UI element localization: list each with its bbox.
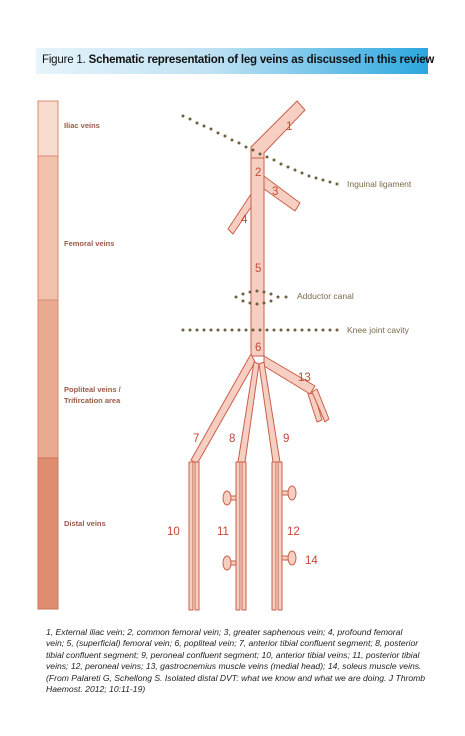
vein-number-11: 11 bbox=[217, 526, 229, 538]
vein-tree bbox=[188, 100, 330, 611]
region-distal-block bbox=[37, 457, 59, 610]
figure-header: Figure 1. Schematic representation of le… bbox=[36, 48, 434, 74]
caption-line-4: veins; 12, peroneal veins; 13, gastrocne… bbox=[46, 661, 422, 672]
figure-label: Figure 1. bbox=[42, 54, 86, 66]
knee-joint-dots bbox=[181, 328, 339, 332]
caption-line-3: tibial confluent segment; 9, peroneal co… bbox=[46, 649, 420, 660]
vein-number-5: 5 bbox=[255, 263, 261, 275]
vein-number-14: 14 bbox=[305, 555, 318, 567]
posterior-tibial-vein-b bbox=[241, 461, 247, 611]
vein-number-10: 10 bbox=[167, 526, 180, 538]
soleus-pouch-2 bbox=[222, 555, 232, 571]
peroneal-vein-a bbox=[271, 461, 277, 611]
figure-caption: 1, External iliac vein; 2, common femora… bbox=[46, 627, 426, 695]
vein-number-3: 3 bbox=[272, 186, 278, 198]
vein-number-12: 12 bbox=[287, 526, 300, 538]
caption-line-5: (From Palareti G, Schellong S. Isolated … bbox=[46, 672, 426, 683]
greater-saphenous-vein bbox=[263, 175, 301, 212]
caption-line-1: 1, External iliac vein; 2, common femora… bbox=[46, 627, 403, 637]
gastrocnemius-fork-b bbox=[311, 388, 330, 423]
label-inguinal-ligament: Inguinal ligament bbox=[347, 179, 412, 189]
region-popliteal-block bbox=[37, 299, 59, 459]
vein-number-6: 6 bbox=[255, 342, 261, 354]
figure-title: Figure 1. Schematic representation of le… bbox=[42, 54, 434, 66]
region-label-iliac: Iliac veins bbox=[64, 121, 100, 130]
region-bar bbox=[37, 100, 59, 610]
external-iliac-vein bbox=[250, 100, 306, 161]
figure-title-text: Schematic representation of leg veins as… bbox=[88, 54, 435, 66]
label-adductor-canal: Adductor canal bbox=[297, 291, 354, 301]
soleus-pouch-1 bbox=[222, 490, 232, 506]
gastrocnemius-branch bbox=[263, 355, 316, 395]
vein-number-8: 8 bbox=[229, 433, 235, 445]
caption-line-2: vein; 5, (superficial) femoral vein; 6, … bbox=[46, 638, 419, 649]
region-label-popliteal-1: Popliteal veins / bbox=[64, 385, 122, 394]
soleus-pouch-3 bbox=[287, 485, 297, 501]
anterior-tibial-vein-a bbox=[188, 461, 194, 611]
vein-number-7: 7 bbox=[193, 433, 199, 445]
region-femoral-block bbox=[37, 155, 59, 301]
anterior-tibial-vein-b bbox=[194, 461, 200, 611]
vein-number-2: 2 bbox=[255, 167, 261, 179]
region-label-distal: Distal veins bbox=[64, 519, 106, 528]
label-knee-joint-cavity: Knee joint cavity bbox=[347, 325, 410, 335]
peroneal-vein-b bbox=[277, 461, 283, 611]
profound-femoral-vein bbox=[227, 193, 252, 235]
gastrocnemius-fork-a bbox=[307, 392, 323, 423]
vein-number-1: 1 bbox=[286, 121, 292, 133]
vein-number-13: 13 bbox=[298, 372, 311, 384]
region-label-femoral: Femoral veins bbox=[64, 239, 114, 248]
vein-number-4: 4 bbox=[241, 214, 248, 226]
peroneal-confluent bbox=[258, 361, 281, 463]
caption-line-6: Haemost. 2012; 10:11-19) bbox=[46, 684, 146, 695]
inguinal-ligament-dots bbox=[181, 114, 339, 186]
posterior-tibial-vein-a bbox=[235, 461, 241, 611]
soleus-pouch-4 bbox=[287, 550, 297, 566]
region-iliac-block bbox=[37, 100, 59, 157]
femoral-vein-trunk bbox=[250, 157, 265, 357]
landmark-dots bbox=[181, 114, 339, 332]
adductor-canal-dots bbox=[234, 289, 288, 306]
region-label-popliteal-2: Trifircation area bbox=[64, 396, 121, 405]
vein-number-9: 9 bbox=[283, 433, 289, 445]
